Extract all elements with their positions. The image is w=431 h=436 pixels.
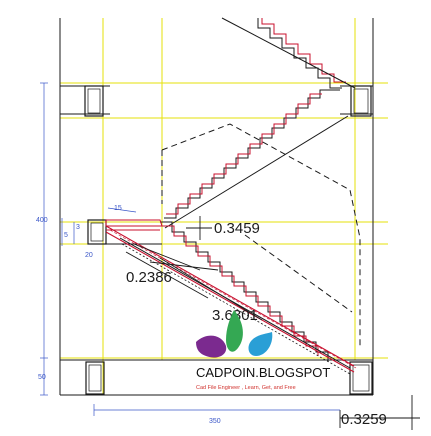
hidden-dashed-lines	[161, 123, 361, 346]
small-label-b: 5	[64, 232, 68, 239]
yellow-guide-lines	[60, 18, 388, 395]
base-offset-dimension: 0.3259	[341, 411, 387, 428]
watermark-title: CADPOIN.BLOGSPOT	[196, 365, 330, 380]
dimension-lines	[125, 216, 420, 430]
wall-height-label: 400	[36, 217, 48, 224]
side-dimension-marks	[40, 82, 340, 416]
landing-small-label: 15	[114, 205, 122, 212]
cadpoin-watermark: CADPOIN.BLOGSPOT Cad File Engineer , Lea…	[196, 310, 330, 391]
span-width-label: 350	[209, 418, 221, 425]
watermark-subtitle: Cad File Engineer , Learn, Get, and Free	[196, 385, 296, 391]
small-label-c: 20	[85, 252, 93, 259]
blue-labels: 400 50 350 15 3 5 20	[36, 205, 221, 425]
upper-stair-flight	[221, 17, 356, 89]
column-sections	[84, 85, 373, 395]
lower-stair-flight	[105, 221, 357, 375]
riser-dimension: 0.3459	[214, 220, 260, 237]
column-bottom-right	[349, 361, 373, 395]
watermark-drops-icon	[196, 310, 273, 358]
middle-stair-flight	[164, 89, 349, 229]
column-top-left	[84, 85, 104, 117]
base-height-label: 50	[38, 374, 46, 381]
column-top-right	[350, 85, 372, 117]
column-bottom-left	[85, 361, 105, 395]
small-label-a: 3	[76, 224, 80, 231]
tread-dimension: 0.2386	[126, 269, 172, 286]
landing-slab	[105, 219, 163, 231]
